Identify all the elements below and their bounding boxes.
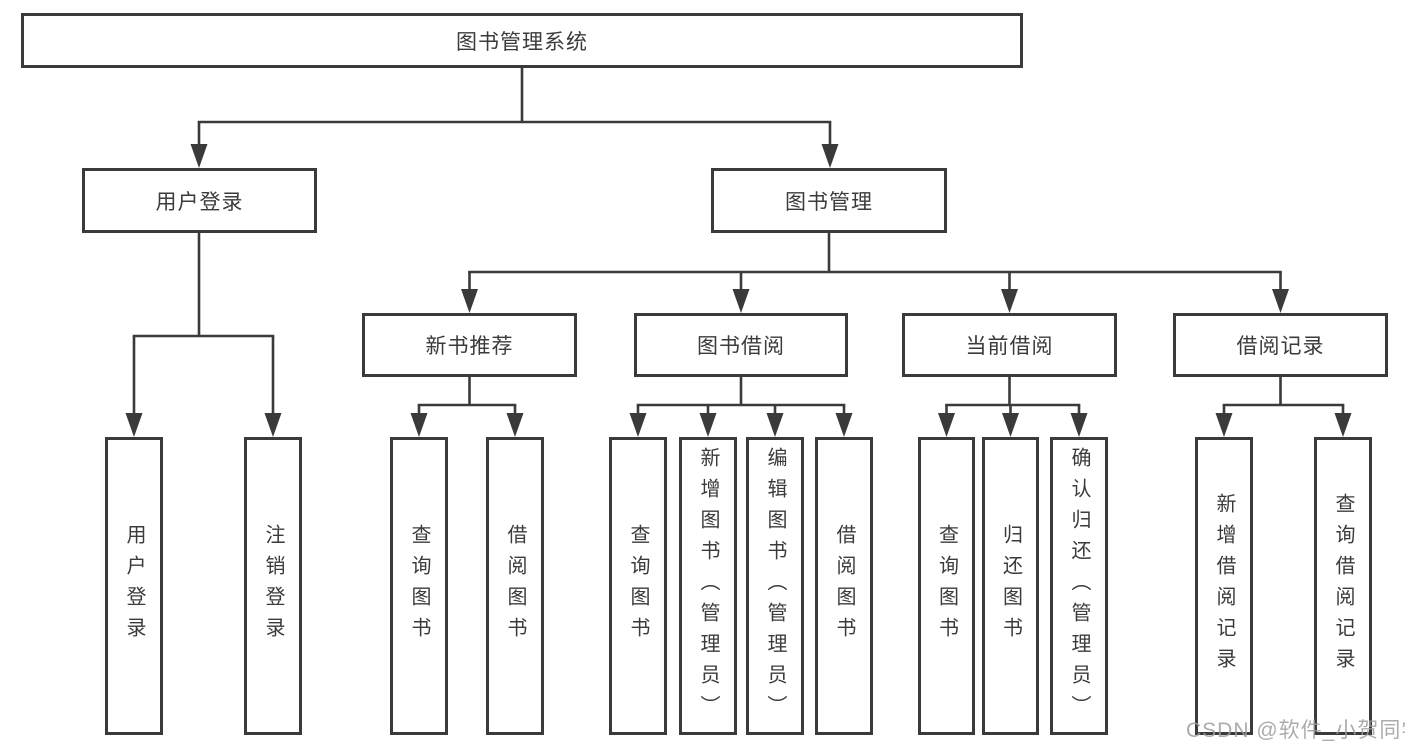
node-current-borrowing: 当前借阅 (902, 313, 1117, 377)
node-label: 编辑图书（管理员） (764, 446, 786, 726)
leaf-add-books-admin: 新增图书（管理员） (679, 437, 737, 735)
node-label: 确认归还（管理员） (1068, 446, 1090, 726)
leaf-user-login: 用户登录 (105, 437, 163, 735)
node-label: 新书推荐 (425, 335, 514, 358)
leaf-return-books: 归还图书 (982, 437, 1039, 735)
leaf-query-books-recommend: 查询图书 (390, 437, 448, 735)
node-label: 借阅图书 (833, 524, 855, 648)
leaf-borrow-books: 借阅图书 (815, 437, 873, 735)
node-book-management-branch: 图书管理 (711, 168, 947, 233)
node-book-borrowing: 图书借阅 (634, 313, 848, 377)
node-label: 借阅图书 (504, 524, 526, 648)
leaf-borrow-books-recommend: 借阅图书 (486, 437, 544, 735)
leaf-edit-books-admin: 编辑图书（管理员） (746, 437, 804, 735)
leaf-query-books-current: 查询图书 (918, 437, 975, 735)
leaf-query-books-borrow: 查询图书 (609, 437, 667, 735)
node-label: 用户登录 (155, 190, 244, 214)
node-label: 新增借阅记录 (1213, 493, 1235, 679)
node-label: 新增图书（管理员） (697, 446, 719, 726)
node-user-login-branch: 用户登录 (82, 168, 317, 233)
node-label: 查询借阅记录 (1332, 493, 1354, 679)
leaf-query-borrow-record: 查询借阅记录 (1314, 437, 1372, 735)
leaf-confirm-return-admin: 确认归还（管理员） (1050, 437, 1108, 735)
leaf-add-borrow-record: 新增借阅记录 (1195, 437, 1253, 735)
node-label: 图书管理系统 (456, 30, 588, 54)
node-label: 借阅记录 (1236, 335, 1325, 358)
node-label: 归还图书 (999, 524, 1022, 648)
node-label: 查询图书 (408, 524, 430, 648)
node-borrowing-records: 借阅记录 (1173, 313, 1388, 377)
csdn-watermark: CSDN @软件_小贺同学 (1186, 719, 1405, 742)
node-label: 查询图书 (627, 524, 649, 648)
node-library-management-system: 图书管理系统 (21, 13, 1023, 68)
node-new-book-recommendation: 新书推荐 (362, 313, 577, 377)
node-label: 图书管理 (785, 190, 873, 214)
node-label: 当前借阅 (965, 335, 1054, 358)
node-label: 图书借阅 (697, 335, 785, 358)
node-label: 注销登录 (262, 524, 284, 648)
node-label: 用户登录 (123, 524, 145, 648)
node-label: 查询图书 (935, 524, 958, 648)
leaf-logout: 注销登录 (244, 437, 302, 735)
